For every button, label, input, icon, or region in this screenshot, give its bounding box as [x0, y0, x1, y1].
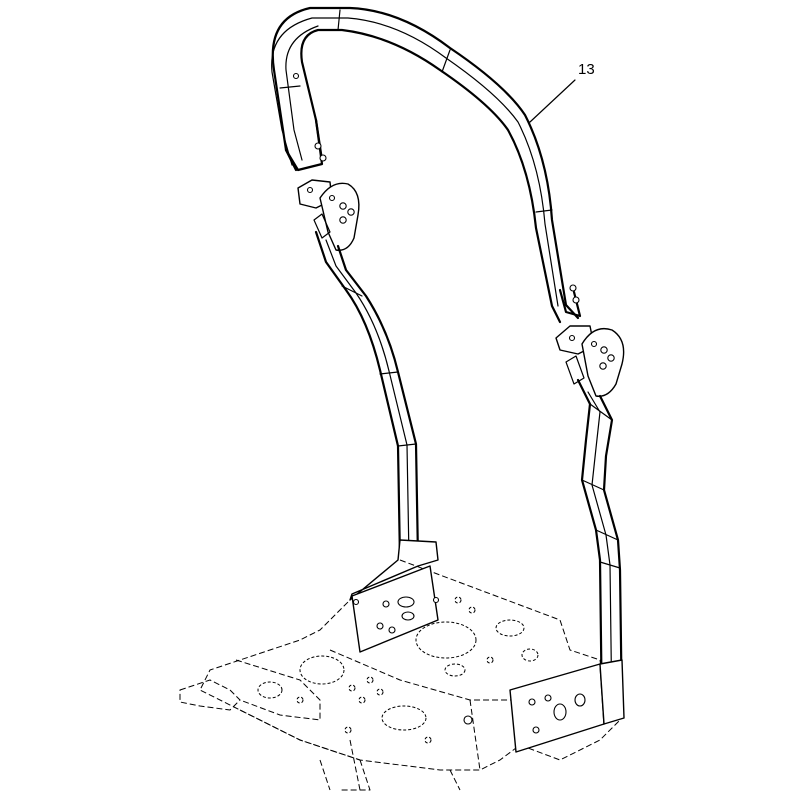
left-mount-plate — [351, 565, 440, 653]
left-lower-tube — [314, 230, 439, 601]
callout-label: 13 — [578, 61, 595, 78]
right-mount-plate — [463, 659, 625, 753]
right-pivot-bracket — [555, 325, 625, 397]
right-lower-tube — [576, 378, 624, 722]
callout-leader-line — [529, 79, 576, 123]
upper-roll-bar — [271, 6, 582, 324]
callout-13: 13 — [529, 61, 595, 123]
left-pivot-bracket — [297, 179, 360, 251]
